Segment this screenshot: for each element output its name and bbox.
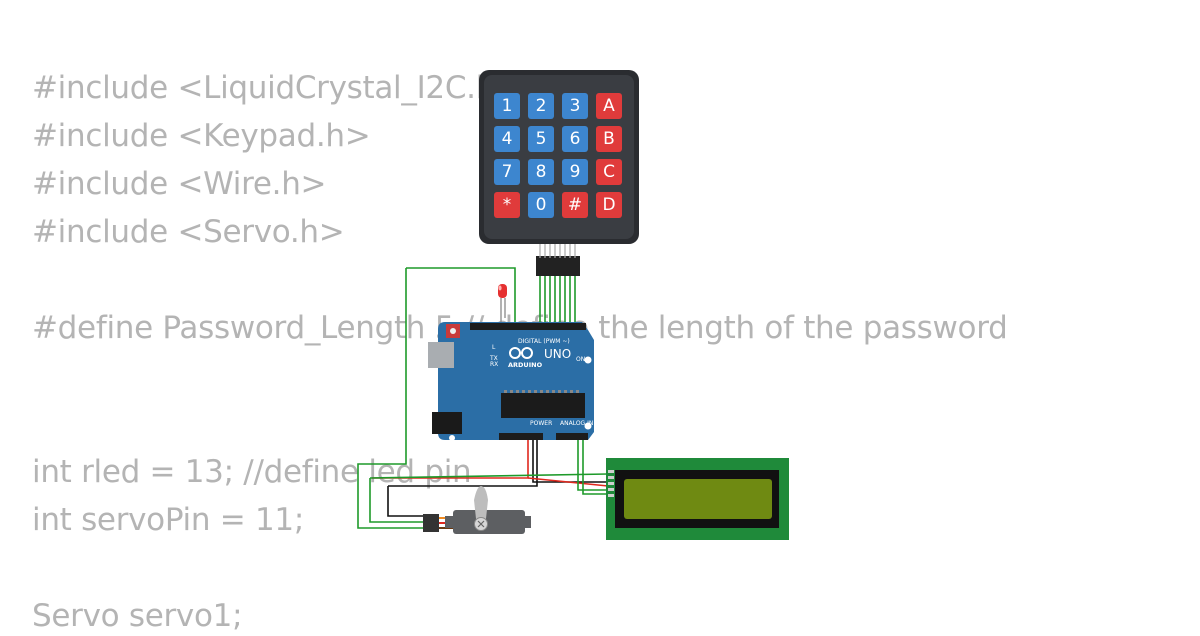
keypad-connector [536, 256, 580, 276]
servo-connector [423, 514, 439, 532]
keypad-key-label: 9 [570, 162, 581, 182]
code-line: int servoPin = 11; [32, 502, 304, 538]
keypad-key-cap [562, 126, 588, 152]
power-header [499, 433, 543, 440]
wire-green-scl [582, 440, 608, 495]
keypad-key-label: 2 [536, 96, 547, 116]
keypad-key[interactable]: # [562, 192, 588, 218]
analog-label: ANALOG IN [560, 420, 593, 427]
keypad-key[interactable]: B [596, 126, 622, 152]
servo-motor [423, 486, 531, 534]
keypad-key-cap [562, 192, 588, 218]
wire-green-sda [577, 440, 608, 491]
keypad-key-label: A [603, 96, 615, 116]
red-led [498, 284, 507, 322]
atmega-chip [501, 393, 585, 418]
keypad-key-label: 5 [536, 129, 547, 149]
keypad-key-cap [596, 126, 622, 152]
on-label: ON [576, 356, 585, 363]
rx-label: RX [490, 361, 498, 368]
keypad-key[interactable]: 7 [494, 159, 520, 185]
keypad-key-cap [528, 159, 554, 185]
keypad-key-label: 3 [570, 96, 581, 116]
keypad-key-cap [528, 126, 554, 152]
keypad-key-cap [494, 93, 520, 119]
keypad-key-label: 0 [536, 195, 547, 215]
keypad-key-label: 4 [502, 129, 513, 149]
wire-green-lcd-top [369, 473, 609, 479]
keypad-key[interactable]: 6 [562, 126, 588, 152]
wire-black-gnd2 [388, 440, 538, 487]
keypad-key-cap [528, 93, 554, 119]
arduino-uno-board: UNO ARDUINO DIGITAL (PWM ~) POWER ANALOG… [428, 322, 594, 441]
servo-horn [474, 486, 488, 528]
keypad-key-label: 8 [536, 162, 547, 182]
keypad-key-cap [494, 159, 520, 185]
keypad-key-label: C [603, 162, 615, 182]
wire-red-lcd [527, 477, 609, 487]
analog-header [556, 433, 588, 440]
keypad-key[interactable]: 4 [494, 126, 520, 152]
code-line: #include <LiquidCrystal_I2C.h> [32, 70, 521, 106]
keypad-key[interactable]: 2 [528, 93, 554, 119]
keypad-key[interactable]: D [596, 192, 622, 218]
keypad-key-label: # [568, 195, 582, 215]
keypad-key-cap [562, 159, 588, 185]
tx-label: TX [489, 355, 498, 362]
code-line: #include <Keypad.h> [32, 118, 371, 154]
keypad-key[interactable]: 5 [528, 126, 554, 152]
code-line: Servo servo1; [32, 598, 243, 634]
keypad-key-cap [596, 93, 622, 119]
keypad-key-label: * [503, 195, 512, 215]
arduino-brand: ARDUINO [508, 361, 543, 369]
wire-red-5v [372, 440, 529, 479]
wire-led-green [406, 267, 516, 325]
power-jack [432, 412, 462, 434]
lcd-screen [624, 479, 772, 519]
wires [357, 267, 609, 529]
wire-green-servo-signal [369, 478, 425, 523]
keypad-key-label: 1 [502, 96, 513, 116]
keypad-key-cap [596, 192, 622, 218]
wire-green-left-long [357, 268, 425, 529]
keypad-key[interactable]: 8 [528, 159, 554, 185]
keypad: 1 2 3 A 4 5 6 B 7 8 9 C * 0 # D [479, 70, 639, 276]
keypad-key[interactable]: C [596, 159, 622, 185]
keypad-wires [539, 276, 576, 322]
code-line: #include <Wire.h> [32, 166, 327, 202]
keypad-key-label: 6 [570, 129, 581, 149]
keypad-key-label: 7 [502, 162, 513, 182]
keypad-key[interactable]: A [596, 93, 622, 119]
keypad-key-cap [596, 159, 622, 185]
power-label: POWER [530, 420, 552, 427]
keypad-key[interactable]: * [494, 192, 520, 218]
usb-port [428, 342, 454, 368]
keypad-key-cap [528, 192, 554, 218]
keypad-key[interactable]: 0 [528, 192, 554, 218]
lcd-display [606, 458, 789, 540]
keypad-key-label: B [603, 129, 615, 149]
keypad-key[interactable]: 9 [562, 159, 588, 185]
keypad-key[interactable]: 1 [494, 93, 520, 119]
code-line: #include <Servo.h> [32, 214, 345, 250]
arduino-logo [509, 347, 533, 359]
code-line: #define Password_Length 5 // define the … [32, 310, 1008, 346]
keypad-key[interactable]: 3 [562, 93, 588, 119]
keypad-key-cap [494, 192, 520, 218]
keypad-key-cap [562, 93, 588, 119]
digital-label: DIGITAL (PWM ~) [518, 338, 570, 345]
keypad-key-cap [494, 126, 520, 152]
keypad-key-label: D [602, 195, 615, 215]
arduino-model: UNO [544, 347, 571, 361]
l-label: L [492, 344, 496, 351]
wire-black-servo-gnd [387, 486, 425, 517]
digital-header [470, 323, 586, 330]
code-line: int rled = 13; //define led pin [32, 454, 472, 490]
